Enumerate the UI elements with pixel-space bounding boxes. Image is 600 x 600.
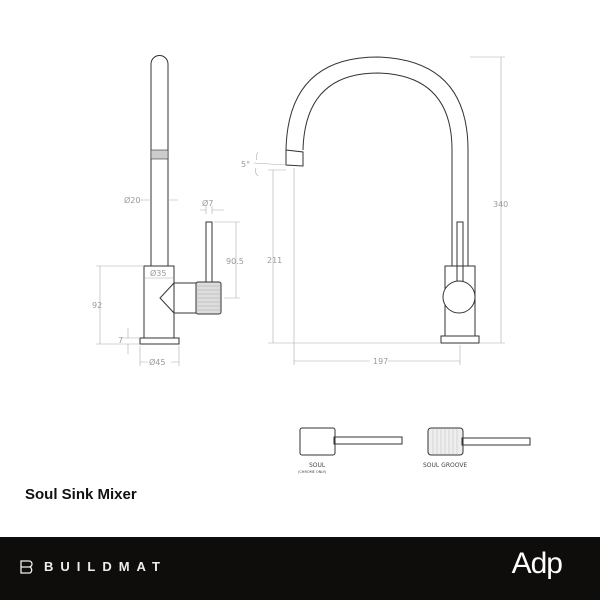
front-spout-inner [302, 72, 453, 266]
front-handle [442, 280, 476, 314]
product-title: Soul Sink Mixer [25, 486, 137, 503]
front-view: 340 211 197 5° [241, 56, 508, 366]
dim-base-height: 7 [118, 336, 123, 345]
technical-drawing: Ø20 Ø7 90.5 Ø35 92 7 Ø45 340 211 197 5° [92, 55, 531, 474]
footer: BUILDMAT Adp [0, 537, 600, 600]
side-view: Ø20 Ø7 90.5 Ø35 92 7 Ø45 [92, 55, 244, 367]
variant-soul-note: (CHROME ONLY) [298, 470, 327, 474]
side-base [139, 337, 180, 345]
dim-body-height: 92 [92, 301, 102, 310]
dim-reach: 197 [373, 357, 388, 366]
dim-body-dia: Ø35 [150, 268, 166, 278]
brand-name: BUILDMAT [44, 559, 167, 574]
variant-soul: SOUL (CHROME ONLY) [298, 427, 403, 474]
buildmat-b-icon [20, 559, 33, 574]
adp-logo: Adp [511, 547, 563, 580]
front-spout-outer [285, 56, 469, 266]
front-lever [456, 221, 464, 286]
dim-stem-dia: Ø20 [124, 195, 140, 205]
dim-lever-dia: Ø7 [202, 198, 213, 208]
front-base [440, 335, 480, 344]
dim-spout-height: 211 [267, 256, 282, 265]
variant-soul-groove: SOUL GROOVE [423, 427, 531, 469]
dim-base-dia: Ø45 [149, 357, 165, 367]
dim-angle: 5° [241, 160, 250, 169]
side-lever [205, 221, 213, 283]
dim-lever-height: 90.5 [226, 257, 244, 266]
side-aerator-band [150, 149, 169, 160]
dim-total-height: 340 [493, 200, 508, 209]
front-aerator [285, 149, 304, 167]
side-stem [150, 55, 169, 266]
side-hub [159, 282, 196, 314]
variant-soul-label: SOUL [309, 462, 326, 469]
buildmat-logo: BUILDMAT [20, 559, 167, 574]
variant-soul-groove-label: SOUL GROOVE [423, 462, 467, 469]
